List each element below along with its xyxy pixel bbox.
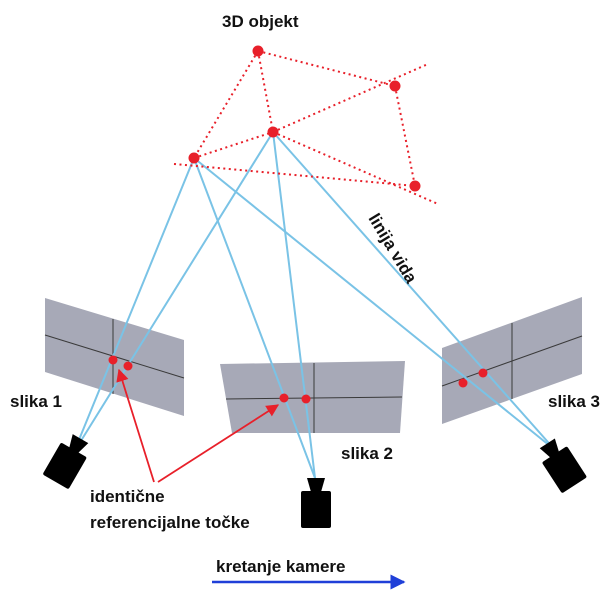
object-points <box>188 45 421 192</box>
sight-line <box>73 131 274 453</box>
object-point <box>252 45 264 57</box>
sight-line <box>272 131 316 479</box>
sight-line <box>193 157 316 479</box>
reference-point-slika-2 <box>279 393 289 403</box>
line-of-sight-label: linija vida <box>365 210 421 287</box>
object-point <box>389 80 401 92</box>
reference-pointer-arrows <box>116 368 280 483</box>
camera-3 <box>539 438 587 493</box>
reference-point-slika-3 <box>478 368 488 378</box>
camera-icon <box>301 478 331 528</box>
reference-point-slika-1 <box>123 361 133 371</box>
image-label-slika-1: slika 1 <box>10 392 62 411</box>
reference-point-slika-1 <box>108 355 118 365</box>
camera-2 <box>301 478 331 528</box>
pointer-arrow-slika-2 <box>157 404 280 483</box>
reference-points <box>108 355 488 404</box>
image-label-slika-3: slika 3 <box>548 392 600 411</box>
sight-line <box>193 157 556 451</box>
image-label-slika-2: slika 2 <box>341 444 393 463</box>
object-edges <box>173 50 439 205</box>
sight-line <box>73 157 195 453</box>
pointer-arrow-slika-1 <box>116 368 155 483</box>
reference-point-slika-3 <box>458 378 468 388</box>
object-point <box>409 180 421 192</box>
reference-points-label-line-2: referencijalne točke <box>90 513 250 532</box>
camera-1 <box>43 434 89 489</box>
sight-line <box>272 131 556 451</box>
object-point <box>267 126 279 138</box>
sight-lines <box>73 131 556 479</box>
reference-points-label-line-1: identične <box>90 487 165 506</box>
camera-motion-label: kretanje kamere <box>216 557 345 576</box>
object-point <box>188 152 200 164</box>
reference-point-slika-2 <box>301 394 311 404</box>
camera-icon <box>43 434 89 489</box>
object-title: 3D objekt <box>222 12 299 31</box>
camera-icon <box>539 438 587 493</box>
